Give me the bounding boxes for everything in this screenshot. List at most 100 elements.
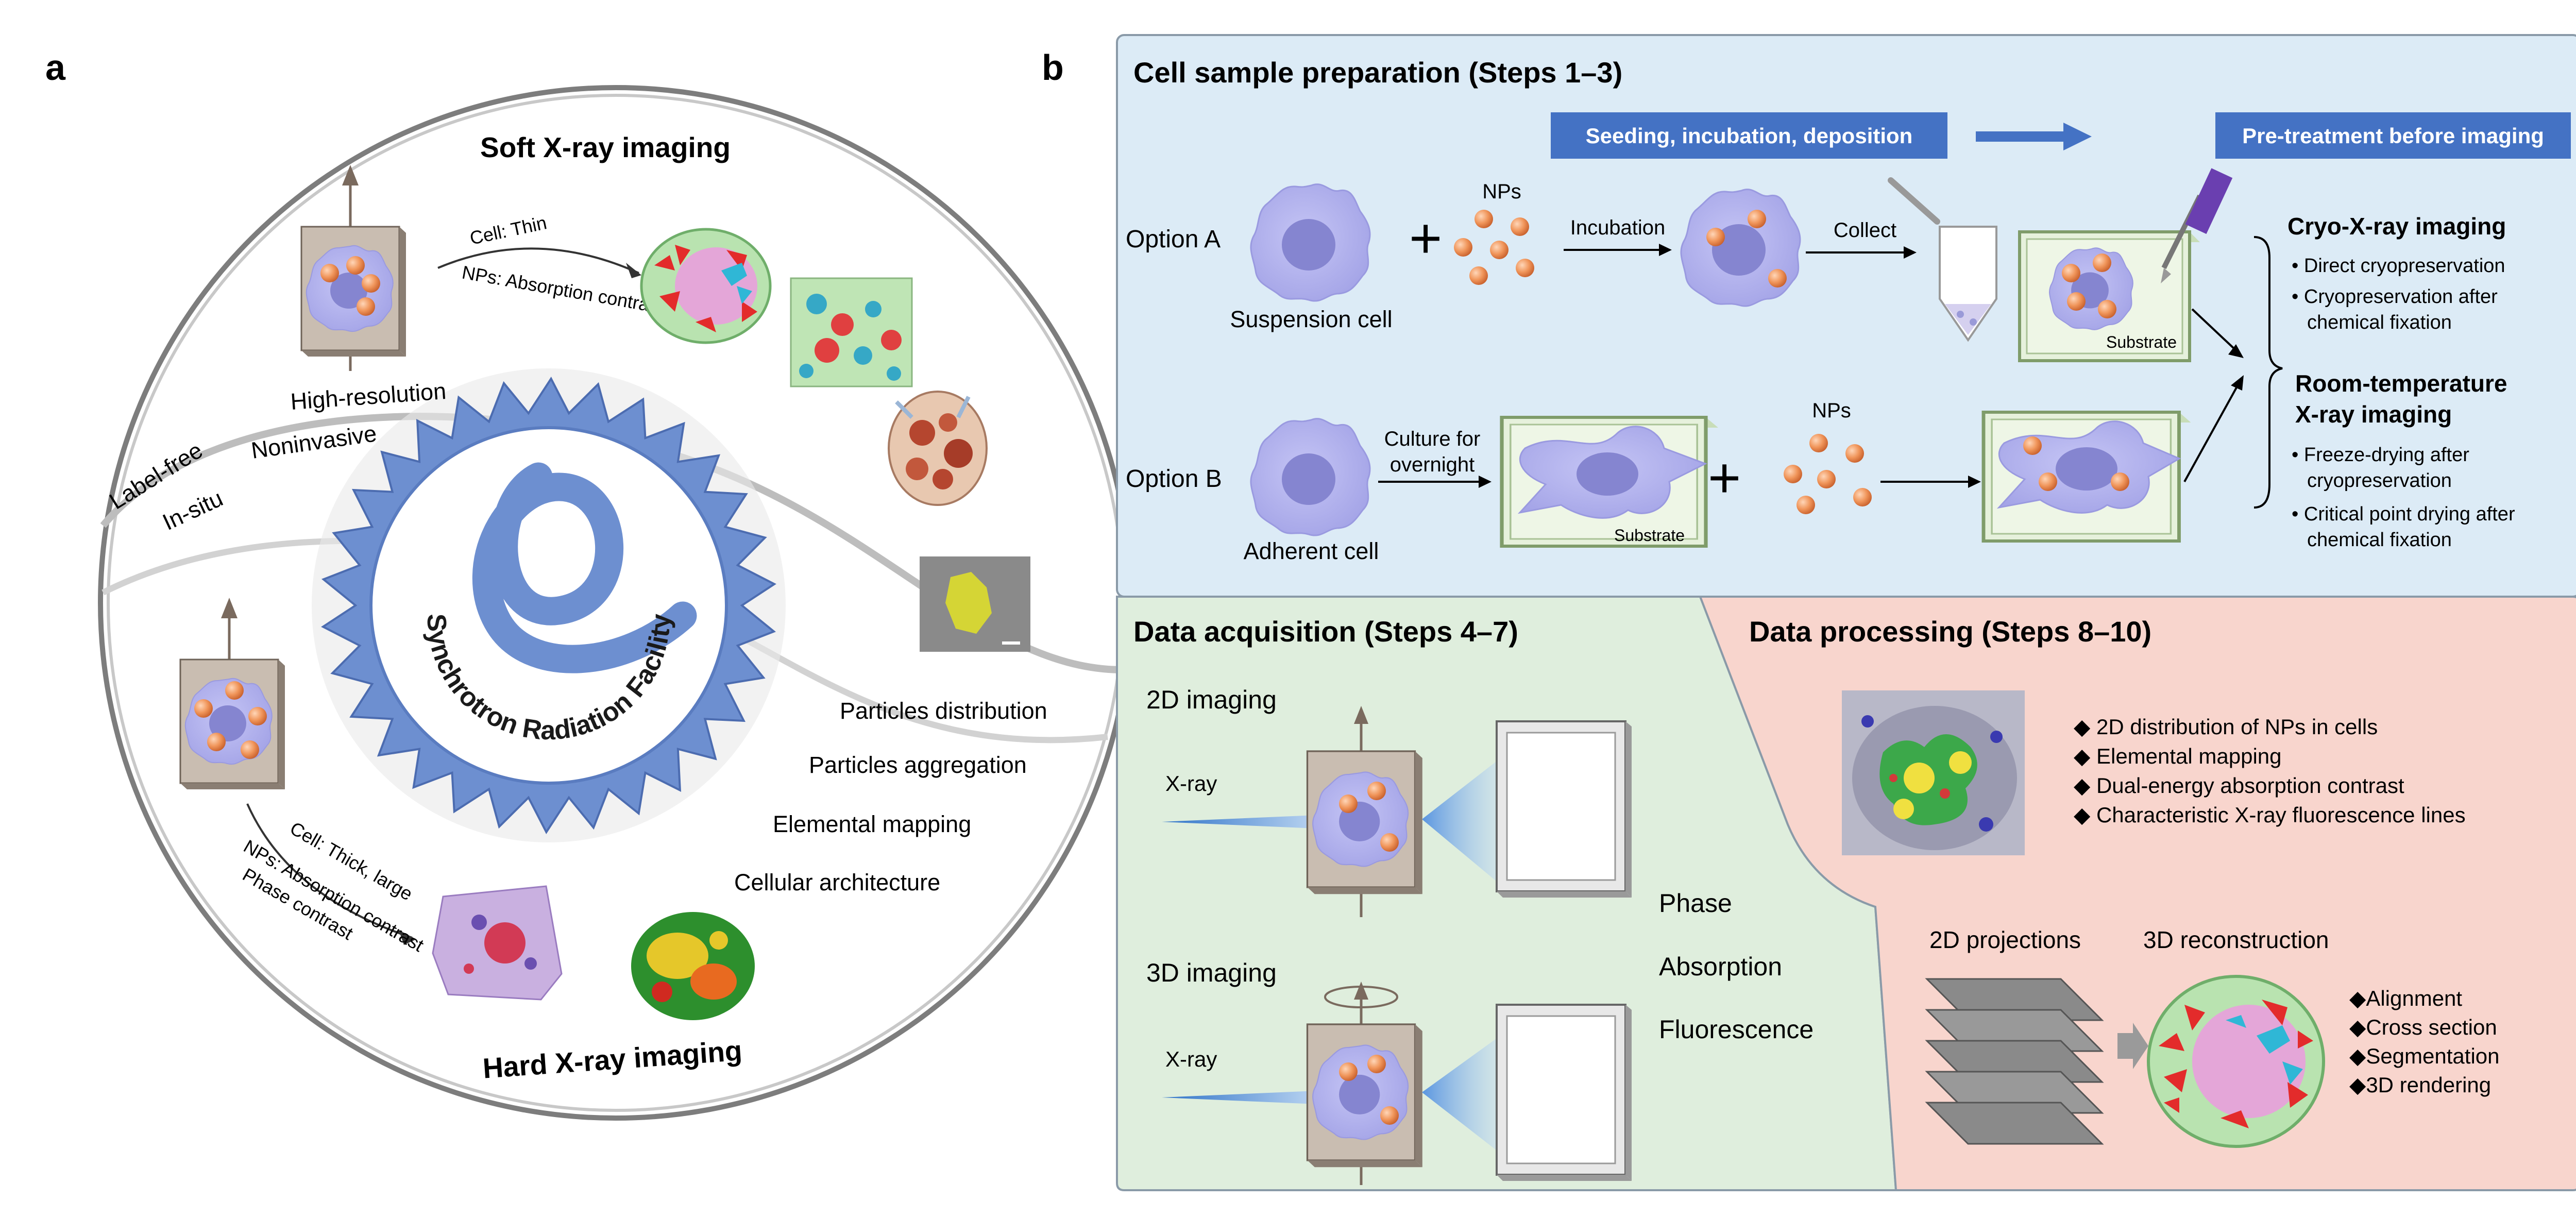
substrate-a-cell-icon: [2049, 247, 2133, 330]
app-particles-distribution: Particles distribution: [840, 698, 1047, 724]
seeding-label: Seeding, incubation, deposition: [1586, 124, 1913, 148]
beam-2d: [1162, 814, 1340, 830]
imaging-3d-label: 3D imaging: [1146, 958, 1277, 987]
soft-3d-cell-image: [640, 228, 772, 344]
bullet-2d-4: ◆ Characteristic X-ray fluorescence line…: [2074, 803, 2466, 827]
bullet-2d-3: ◆ Dual-energy absorption contrast: [2074, 773, 2404, 798]
incubated-cell-icon: [1680, 189, 1801, 307]
option-a-label: Option A: [1126, 226, 1221, 253]
phantom-2d: [1306, 750, 1423, 895]
prep-flow-arrow-icon: [2063, 123, 2092, 150]
hard-phase-image: [432, 885, 563, 1001]
soft-microscopy-image: [920, 556, 1030, 652]
cryo-bullet-1: • Direct cryopreservation: [2292, 255, 2505, 277]
xray-label-3d: X-ray: [1165, 1047, 1217, 1071]
hard-beam-arrow-icon: [221, 598, 238, 618]
detector-3d: [1496, 1004, 1633, 1182]
proc-title: Data processing (Steps 8–10): [1749, 615, 2151, 648]
prep-flow-arrow-shaft: [1976, 131, 2063, 142]
app-particles-aggregation: Particles aggregation: [809, 752, 1027, 778]
substrate-b2-cell-icon: [1996, 420, 2181, 514]
substrate-b1-label: Substrate: [1614, 526, 1685, 545]
cryo-bullet-2: • Cryopreservation after: [2292, 286, 2498, 308]
bullet-3d-3: ◆Segmentation: [2349, 1044, 2500, 1068]
seeding-label-box: [1551, 112, 1947, 159]
option-b-label: Option B: [1126, 465, 1222, 493]
beam-2d-arrow-icon: [1354, 706, 1368, 724]
contrast-fluorescence: Fluorescence: [1659, 1015, 1814, 1044]
projections-label: 2D projections: [1929, 926, 2081, 953]
reconstruction-label: 3D reconstruction: [2143, 926, 2329, 953]
panel-a-letter: a: [45, 47, 66, 88]
soft-phantom: [300, 226, 407, 358]
contrast-phase: Phase: [1659, 889, 1732, 918]
phantom-3d: [1306, 1023, 1423, 1168]
hard-fluorescence-image: [631, 912, 755, 1020]
plus-sign-b: +: [1708, 446, 1741, 510]
room-title-2: X-ray imaging: [2295, 401, 2452, 428]
substrate-b1-cell-icon: [1517, 426, 1707, 519]
bullet-3d-4: ◆3D rendering: [2349, 1073, 2491, 1097]
arrow-to-brace-a-icon: [2228, 344, 2244, 358]
brace: [2253, 236, 2283, 509]
substrate-a-label: Substrate: [2106, 333, 2177, 351]
recon-arrow-shaft: [2117, 1033, 2133, 1059]
incubation-arrowhead-icon: [1659, 244, 1672, 256]
projection-stack: [1925, 978, 2104, 1145]
bullet-3d-2: ◆Cross section: [2349, 1015, 2497, 1039]
soft-curve-arrowhead-icon: [626, 263, 641, 278]
culture-label-2: overnight: [1390, 453, 1475, 476]
nps-label-a: NPs: [1482, 180, 1521, 203]
bullets-2d-list: ◆ 2D distribution of NPs in cells ◆ Elem…: [2074, 715, 2466, 827]
xray-label-2d: X-ray: [1165, 771, 1217, 796]
hard-phantom: [179, 658, 286, 790]
room-bullet-1-cont: cryopreservation: [2307, 470, 2452, 492]
detector-2d: [1496, 720, 1633, 899]
synchrotron-gear: [312, 368, 786, 842]
soft-beam-arrow-icon: [342, 165, 359, 185]
plus-sign-a: +: [1409, 207, 1442, 270]
cone-2d: [1422, 747, 1515, 897]
beam-3d-arrow-icon: [1354, 982, 1368, 1000]
tube-icon: [1888, 177, 1997, 342]
reconstructed-cell-image: [2147, 975, 2325, 1148]
pipette-icon: [2161, 168, 2233, 283]
pretreat-label-box: [2215, 112, 2571, 159]
arrow-to-brace-b-icon: [2231, 375, 2244, 391]
acq-title: Data acquisition (Steps 4–7): [1133, 615, 1518, 648]
cone-3d: [1422, 1025, 1515, 1164]
arrow-to-brace-b: [2183, 383, 2240, 482]
suspension-cell-label: Suspension cell: [1230, 306, 1392, 332]
app-cellular-architecture: Cellular architecture: [734, 869, 940, 895]
hard-curve-arrow: [246, 803, 413, 939]
contrast-absorption: Absorption: [1659, 952, 1782, 981]
bullet-3d-1: ◆Alignment: [2349, 986, 2462, 1010]
suspension-cell-icon: [1250, 183, 1371, 302]
room-title-1: Room-temperature: [2295, 370, 2507, 397]
soft-cell-rendering-image: [888, 391, 988, 506]
panel-b-letter: b: [1042, 47, 1064, 88]
incubation-label: Incubation: [1570, 216, 1666, 239]
cryo-title: Cryo-X-ray imaging: [2287, 213, 2506, 240]
collect-arrowhead-icon: [1904, 246, 1917, 259]
rotation-icon: [1324, 986, 1398, 1008]
pretreat-label: Pre-treatment before imaging: [2242, 124, 2544, 148]
adherent-cell-label: Adherent cell: [1244, 538, 1379, 564]
arrow-to-brace-a: [2191, 308, 2237, 351]
recon-arrow-icon: [2133, 1023, 2148, 1069]
nps-label-b: NPs: [1812, 399, 1851, 422]
room-bullet-2: • Critical point drying after: [2292, 503, 2515, 525]
soft-xray-title: Soft X-ray imaging: [480, 131, 731, 163]
culture-label-1: Culture for: [1384, 428, 1481, 450]
prep-title: Cell sample preparation (Steps 1–3): [1133, 56, 1622, 89]
soft-tomography-block-image: [790, 277, 913, 387]
room-bullet-2-cont: chemical fixation: [2307, 529, 2452, 551]
soft-curve-arrow: [437, 247, 639, 274]
adherent-cell-icon: [1250, 418, 1371, 536]
culture-arrowhead-icon: [1479, 476, 1492, 488]
bullet-2d-1: ◆ 2D distribution of NPs in cells: [2074, 715, 2378, 739]
beam-3d: [1162, 1090, 1340, 1105]
room-bullet-1: • Freeze-drying after: [2292, 444, 2469, 466]
collect-label: Collect: [1834, 219, 1896, 242]
